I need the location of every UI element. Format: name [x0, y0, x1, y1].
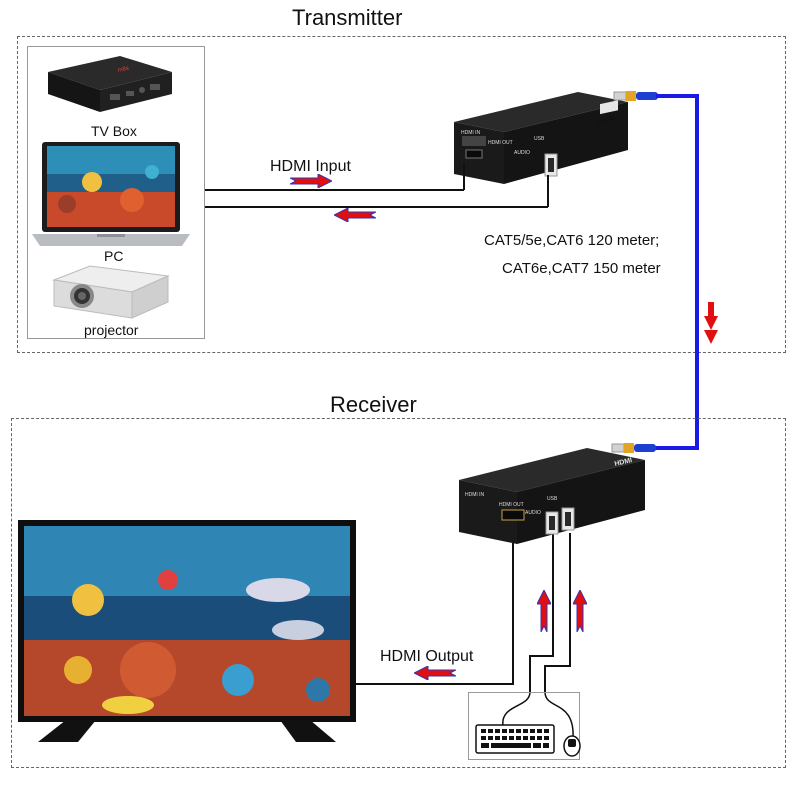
- receiver-usb-label: USB: [547, 496, 558, 502]
- hdmi-output-label: HDMI Output: [380, 648, 474, 665]
- transmitter-hdmi-in-label: HDMI IN: [461, 130, 481, 136]
- projector-image: [52, 265, 170, 319]
- svg-text:m8s: m8s: [117, 66, 129, 74]
- cable-bidirectional-arrow: [704, 302, 718, 344]
- mouse-icon: [563, 735, 581, 757]
- receiver-audio-label: AUDIO: [525, 510, 541, 516]
- pc-label: PC: [104, 248, 124, 264]
- tv-box-label: TV Box: [91, 123, 137, 139]
- transmitter-unit: HDMI HDMI IN HDMI OUT AUDIO USB: [454, 92, 628, 184]
- return-arrow: [334, 208, 376, 222]
- hdmi-input-label: HDMI Input: [270, 158, 351, 175]
- transmitter-audio-label: AUDIO: [514, 150, 530, 156]
- rj45-connector-bottom: [611, 443, 656, 453]
- projector-label: projector: [84, 322, 139, 338]
- transmitter-brand-text: HDMI: [597, 115, 616, 126]
- tv-box-image: m8s: [48, 56, 172, 112]
- tv-display-image: [18, 520, 356, 742]
- hdmi-output-arrow: [414, 666, 456, 680]
- receiver-unit: HDMI HDMI IN HDMI OUT AUDIO USB: [459, 448, 645, 544]
- transmitter-usb-label: USB: [534, 136, 545, 142]
- cable-spec-line1: CAT5/5e,CAT6 120 meter;: [484, 232, 660, 249]
- receiver-brand-text: HDMI: [614, 457, 633, 468]
- receiver-hdmi-in-label: HDMI IN: [465, 492, 485, 498]
- transmitter-section: [17, 36, 786, 353]
- receiver-section: [11, 418, 786, 768]
- keyboard-icon: [475, 724, 555, 754]
- source-devices-panel: [27, 46, 205, 339]
- receiver-title: Receiver: [330, 392, 417, 417]
- cable-spec-line2: CAT6e,CAT7 150 meter: [502, 260, 661, 277]
- receiver-hdmi-out-label: HDMI OUT: [499, 502, 524, 508]
- transmitter-hdmi-out-label: HDMI OUT: [488, 140, 513, 146]
- rj45-connector-top: [613, 91, 658, 101]
- usb-mouse-arrow: [573, 590, 587, 632]
- pc-laptop-image: [32, 142, 190, 246]
- hdmi-input-arrow: [290, 174, 332, 188]
- usb-keyboard-arrow: [537, 590, 551, 632]
- keyboard-mouse-panel: [468, 692, 580, 760]
- transmitter-title: Transmitter: [292, 5, 403, 30]
